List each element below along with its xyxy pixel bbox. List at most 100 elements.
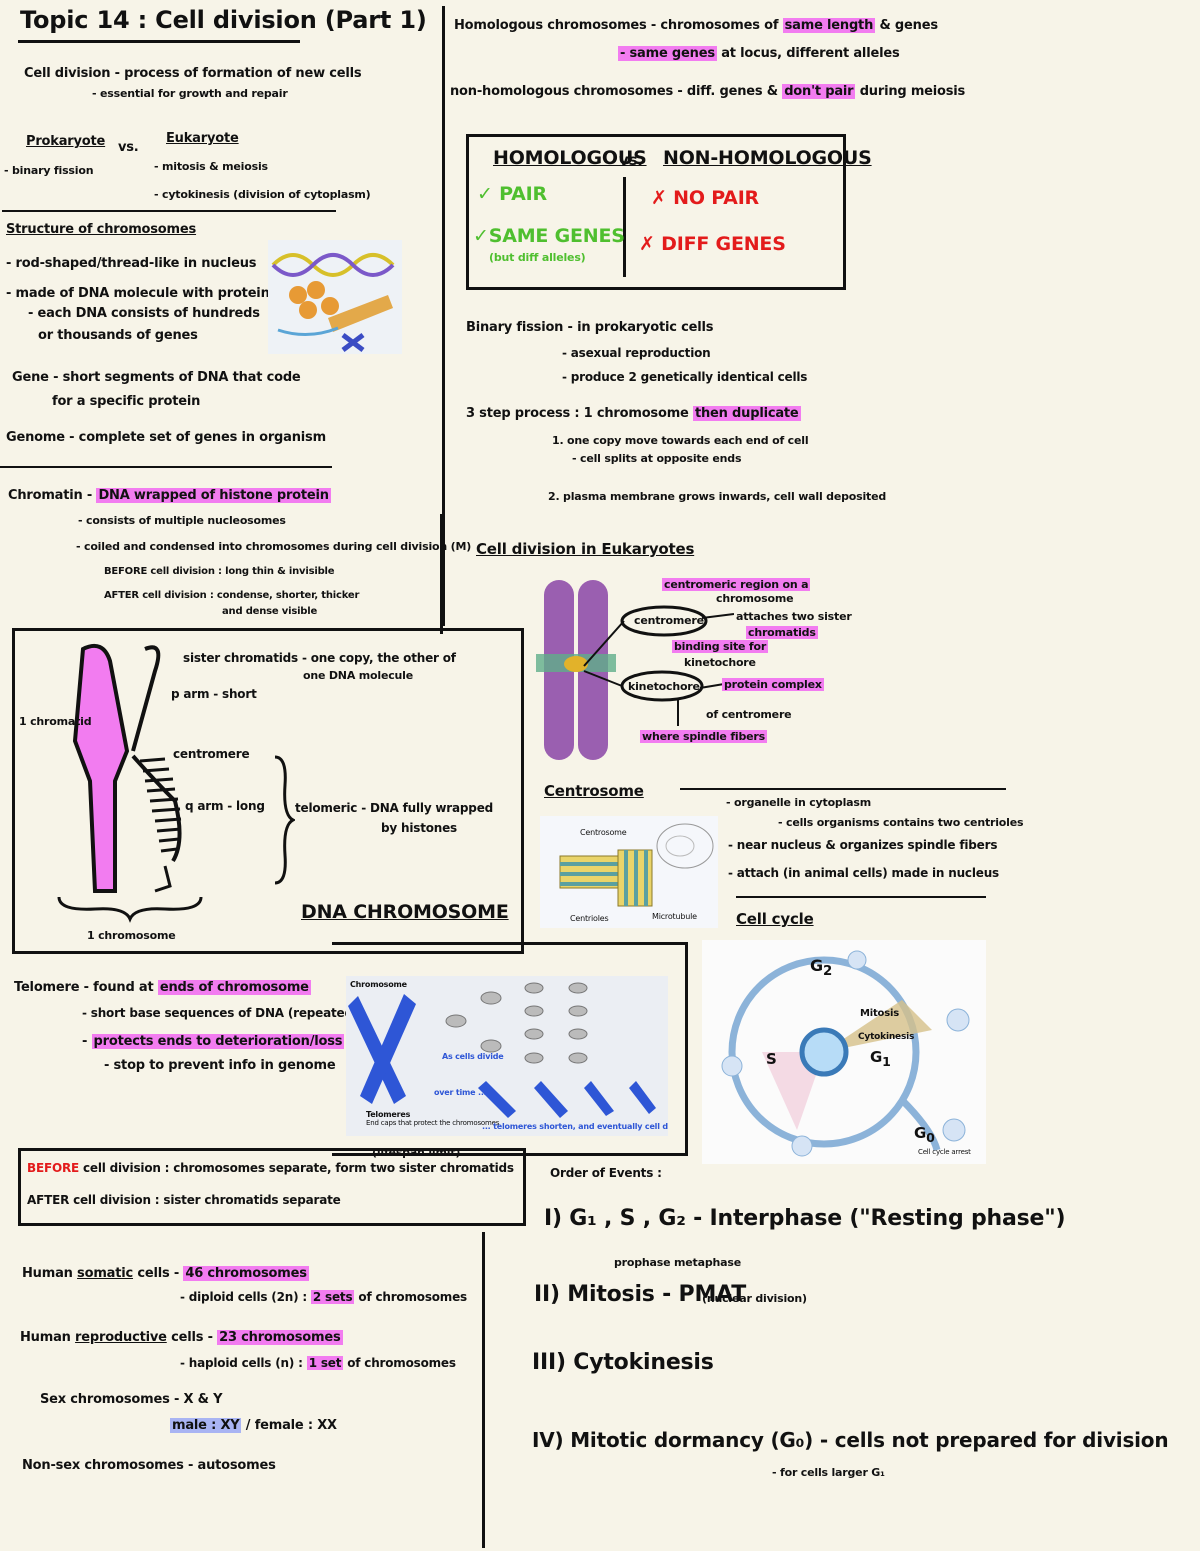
bottom-brace [57, 896, 203, 923]
divider [2, 210, 336, 212]
somatic-sub: - diploid cells (2n) : 2 sets of chromos… [180, 1290, 467, 1304]
kinetochore-label: kinetochore [628, 680, 700, 693]
cell-cycle-heading: Cell cycle [736, 910, 814, 928]
order-step-2-sub: (nuclear division) [702, 1292, 807, 1305]
dna-chromosome-title: DNA CHROMOSOME [301, 901, 509, 923]
centrosome-heading: Centrosome [544, 782, 644, 800]
caption-chromosome: Chromosome [350, 980, 407, 989]
non-sex-chromosomes: Non-sex chromosomes - autosomes [22, 1458, 276, 1473]
homologous-def: Homologous chromosomes - chromosomes of … [454, 18, 938, 33]
binary-line-2: - asexual reproduction [562, 346, 711, 360]
euk-division-heading: Cell division in Eukaryotes [476, 540, 695, 558]
mitosis-label: Mitosis [860, 1008, 899, 1019]
homologous-def-2: - same genes at locus, different alleles [618, 46, 900, 61]
cytokinesis-label: Cytokinesis [858, 1032, 915, 1042]
prokaryote-item: - binary fission [4, 164, 94, 177]
binary-step-1: 1. one copy move towards each end of cel… [552, 434, 809, 447]
caption-over-time: over time ... [434, 1088, 487, 1097]
eukaryote-item-1: - mitosis & meiosis [154, 160, 268, 173]
divider [736, 896, 986, 898]
order-step-2: II) Mitosis - PMAT [534, 1282, 747, 1307]
telomere-image: Chromosome As cells divide over time ...… [346, 976, 668, 1136]
before-after-box: BEFORE cell division : chromosomes separ… [18, 1148, 526, 1226]
brace [274, 755, 295, 885]
annotation-lines [583, 605, 734, 726]
prokaryote-heading: Prokaryote [26, 134, 106, 149]
order-step-3: III) Cytokinesis [532, 1350, 714, 1375]
page-title: Topic 14 : Cell division (Part 1) [20, 6, 427, 34]
microtubule-label: Microtubule [652, 912, 697, 921]
caption-end-caps: End caps that protect the chromosomes [366, 1119, 500, 1127]
chromatin-line-5: and dense visible [222, 606, 318, 617]
telomere-line-3: - protects ends to deterioration/loss [82, 1034, 345, 1049]
homologous-comparison-box: HOMOLOGOUS vs. NON-HOMOLOGOUS ✓ PAIR ✓SA… [466, 134, 872, 290]
homologous-heading: HOMOLOGOUS [493, 147, 647, 169]
telomere-line-4: - stop to prevent info in genome [104, 1058, 336, 1073]
binary-step-1b: - cell splits at opposite ends [572, 452, 742, 465]
same-genes-check: ✓SAME GENES [473, 225, 625, 247]
binding-site-label: binding site for [672, 640, 769, 653]
eukaryote-item-2: - cytokinesis (division of cytoplasm) [154, 188, 371, 201]
structure-line-2: - made of DNA molecule with protein [6, 286, 270, 301]
centromeric-region-label: centromeric region on a [662, 578, 811, 591]
structure-line-4: or thousands of genes [38, 328, 198, 343]
diff-alleles-note: (but diff alleles) [489, 251, 586, 264]
centromere-label: centromere [634, 614, 704, 627]
order-step-4-sub: - for cells larger G₁ [772, 1466, 885, 1479]
order-step-2-top: prophase metaphase [614, 1256, 741, 1269]
caption-bottom: ... telomeres shorten, and eventually ce… [482, 1122, 668, 1131]
eukaryote-heading: Eukaryote [166, 131, 239, 146]
chromatin-label: Chromatin - DNA wrapped of histone prote… [8, 488, 331, 503]
telomere-line-2: - short base sequences of DNA (repeated) [82, 1006, 359, 1020]
of-centromere-label: of centromere [706, 708, 792, 721]
chromosome-diagram-box: sister chromatids - one copy, the other … [12, 628, 524, 954]
attaches-label: attaches two sister [736, 610, 852, 623]
sister-chromatids-label-2: one DNA molecule [303, 669, 413, 682]
p-arm-label: p arm - short [171, 687, 257, 701]
one-chromosome-label: 1 chromosome [87, 929, 176, 942]
binary-line-3: - produce 2 genetically identical cells [562, 370, 808, 384]
centromeric-region-label-2: chromosome [716, 592, 794, 605]
chromatid-label: 1 chromatid [19, 715, 92, 728]
spindle-label: where spindle fibers [640, 730, 767, 743]
cell-division-def: Cell division - process of formation of … [24, 66, 362, 81]
box-divider [623, 177, 626, 277]
before-line: BEFORE cell division : chromosomes separ… [27, 1161, 514, 1175]
telomeric-label: telomeric - DNA fully wrapped [295, 801, 494, 815]
column-divider-mid [440, 514, 443, 634]
q-arm-label: q arm - long [185, 799, 265, 813]
cell-division-def-2: - essential for growth and repair [92, 87, 288, 100]
chromatin-line-2: - coiled and condensed into chromosomes … [76, 540, 472, 553]
diff-genes-cross: ✗ DIFF GENES [639, 233, 786, 255]
cell-cycle-diagram: G2 S G1 G0 Mitosis Cytokinesis Cell cycl… [702, 940, 986, 1164]
chromatin-line-3: BEFORE cell division : long thin & invis… [104, 566, 335, 577]
order-step-4: IV) Mitotic dormancy (G₀) - cells not pr… [532, 1428, 1169, 1452]
chromosome-micrograph [536, 576, 616, 766]
vs-label: vs. [118, 140, 139, 155]
binding-site-label-2: kinetochore [684, 656, 756, 669]
sex-chromosomes: Sex chromosomes - X & Y [40, 1392, 223, 1407]
sister-chromatids-label: sister chromatids - one copy, the other … [183, 651, 456, 665]
centromere-label: centromere [173, 747, 250, 761]
structure-line-1: - rod-shaped/thread-like in nucleus [6, 256, 257, 271]
column-divider-bottom [482, 1232, 485, 1548]
chromatin-line-1: - consists of multiple nucleosomes [78, 514, 286, 527]
g0-description: Cell cycle arrest [918, 1148, 971, 1156]
attaches-label-2: chromatids [746, 626, 818, 639]
centrosome-image: Centrosome Centrioles Microtubule [540, 816, 718, 928]
caption-telomeres: Telomeres [366, 1110, 411, 1119]
centrosome-line-3: - cells organisms contains two centriole… [778, 816, 1024, 829]
title-underline [18, 40, 300, 43]
g0-label: G0 [914, 1124, 935, 1145]
divider [680, 788, 1006, 790]
divider [0, 466, 332, 468]
protein-complex-label: protein complex [722, 678, 824, 691]
no-pair-cross: ✗ NO PAIR [651, 187, 759, 209]
gene-def: Gene - short segments of DNA that code [12, 370, 301, 385]
binary-steps: 3 step process : 1 chromosome then dupli… [466, 406, 801, 421]
column-divider [442, 6, 445, 626]
after-line: AFTER cell division : sister chromatids … [27, 1193, 341, 1207]
pair-check: ✓ PAIR [477, 183, 547, 205]
structure-heading: Structure of chromosomes [6, 222, 197, 237]
genome-def: Genome - complete set of genes in organi… [6, 430, 326, 445]
